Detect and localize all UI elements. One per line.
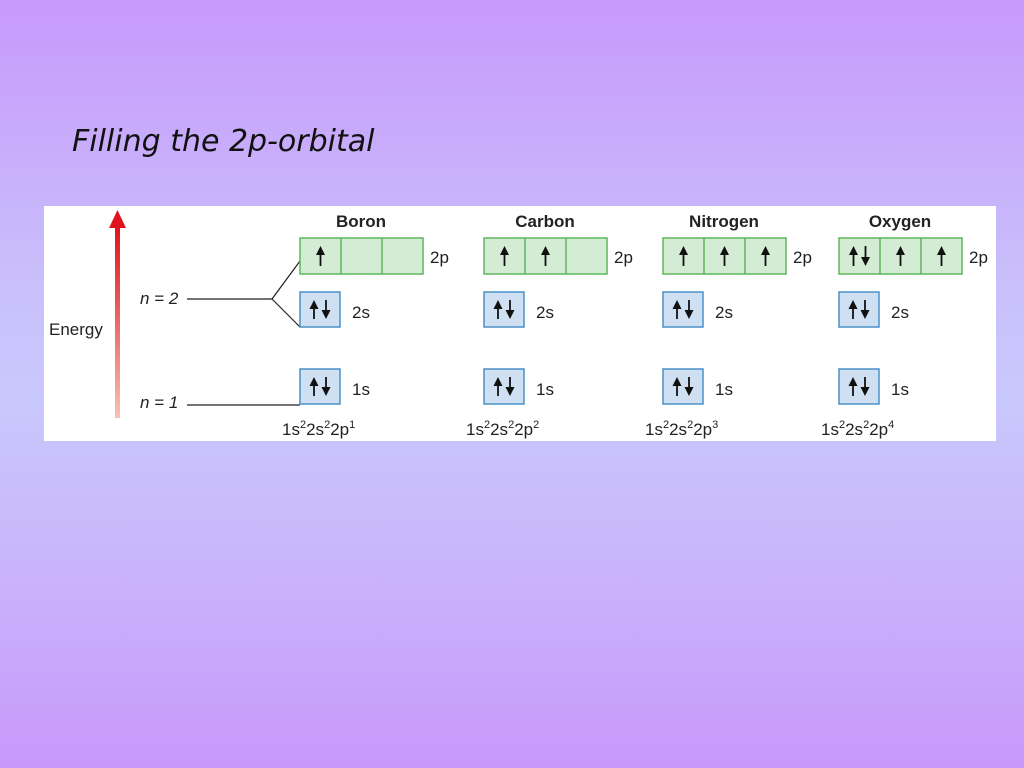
element-name-carbon: Carbon xyxy=(515,212,575,231)
electron-up-arrowhead-oxygen-2p-1 xyxy=(896,246,905,255)
level-n2-label: n = 2 xyxy=(140,289,179,308)
orbital-diagram-panel: Energy n = 2 n = 1 Boron2p2s1s1s2​2s2​2p… xyxy=(44,206,996,441)
sublevel-2s-label-oxygen: 2s xyxy=(891,303,909,322)
electron-up-arrowhead-oxygen-2p-2 xyxy=(937,246,946,255)
config-term: 1s xyxy=(821,420,839,439)
config-exponent: 2 xyxy=(324,419,330,431)
sublevel-1s-label-carbon: 1s xyxy=(536,380,554,399)
electron-down-arrowhead-oxygen-2p-0-b xyxy=(861,257,870,266)
electron-up-arrowhead-oxygen-2p-0-a xyxy=(849,246,858,255)
orbital-diagram: Energy n = 2 n = 1 Boron2p2s1s1s2​2s2​2p… xyxy=(49,210,988,439)
level-n2-split xyxy=(271,260,301,328)
electron-up-arrowhead-oxygen-1s-a xyxy=(848,377,858,386)
sublevel-2s-label-boron: 2s xyxy=(352,303,370,322)
energy-arrow-shaft xyxy=(115,228,120,418)
sublevel-2s-label-nitrogen: 2s xyxy=(715,303,733,322)
config-exponent: 1 xyxy=(349,419,355,431)
electron-up-arrowhead-carbon-2p-1 xyxy=(541,246,550,255)
orbital-2s-box-oxygen xyxy=(838,291,880,328)
sublevel-2p-label-oxygen: 2p xyxy=(969,248,988,267)
electron-up-arrowhead-boron-2s-a xyxy=(309,300,319,309)
electron-down-arrowhead-carbon-1s-b xyxy=(505,387,515,396)
config-term: 2s xyxy=(306,420,324,439)
orbital-2p-box-boron xyxy=(299,237,424,275)
config-exponent: 2 xyxy=(508,419,514,431)
electron-up-arrowhead-nitrogen-2p-1 xyxy=(720,246,729,255)
sublevel-2s-label-carbon: 2s xyxy=(536,303,554,322)
config-exponent: 3 xyxy=(712,419,718,431)
slide-title: Filling the 2p-orbital xyxy=(72,124,375,159)
electron-down-arrowhead-nitrogen-1s-b xyxy=(684,387,694,396)
electron-down-arrowhead-carbon-2s-b xyxy=(505,310,515,319)
element-name-nitrogen: Nitrogen xyxy=(689,212,759,231)
electron-config-oxygen: 1s2​2s2​2p4​ xyxy=(821,419,894,439)
electron-up-arrowhead-nitrogen-2p-0 xyxy=(679,246,688,255)
sublevel-1s-label-nitrogen: 1s xyxy=(715,380,733,399)
electron-down-arrowhead-oxygen-2s-b xyxy=(860,310,870,319)
element-name-boron: Boron xyxy=(336,212,386,231)
sublevel-2p-label-nitrogen: 2p xyxy=(793,248,812,267)
electron-up-arrowhead-nitrogen-2p-2 xyxy=(761,246,770,255)
electron-config-boron: 1s2​2s2​2p1​ xyxy=(282,419,355,439)
electron-down-arrowhead-oxygen-1s-b xyxy=(860,387,870,396)
orbital-2s-box-nitrogen xyxy=(662,291,704,328)
config-term: 2s xyxy=(845,420,863,439)
orbital-2s-box-carbon xyxy=(483,291,525,328)
electron-down-arrowhead-nitrogen-2s-b xyxy=(684,310,694,319)
electron-down-arrowhead-boron-1s-b xyxy=(321,387,331,396)
config-term: 2p xyxy=(514,420,533,439)
level-n1-label: n = 1 xyxy=(140,393,178,412)
electron-up-arrowhead-carbon-1s-a xyxy=(493,377,503,386)
electron-up-arrowhead-boron-2p-0 xyxy=(316,246,325,255)
electron-up-arrowhead-oxygen-2s-a xyxy=(848,300,858,309)
electron-up-arrowhead-carbon-2p-0 xyxy=(500,246,509,255)
sublevel-1s-label-oxygen: 1s xyxy=(891,380,909,399)
config-exponent: 4 xyxy=(888,419,894,431)
electron-up-arrowhead-carbon-2s-a xyxy=(493,300,503,309)
config-term: 2p xyxy=(330,420,349,439)
orbital-1s-box-nitrogen xyxy=(662,368,704,405)
config-term: 1s xyxy=(282,420,300,439)
config-term: 2s xyxy=(669,420,687,439)
config-exponent: 2 xyxy=(839,419,845,431)
config-exponent: 2 xyxy=(863,419,869,431)
electron-up-arrowhead-boron-1s-a xyxy=(309,377,319,386)
electron-up-arrowhead-nitrogen-2s-a xyxy=(672,300,682,309)
config-exponent: 2 xyxy=(484,419,490,431)
config-exponent: 2 xyxy=(687,419,693,431)
config-exponent: 2 xyxy=(533,419,539,431)
config-term: 2s xyxy=(490,420,508,439)
orbital-1s-box-oxygen xyxy=(838,368,880,405)
config-exponent: 2 xyxy=(663,419,669,431)
orbital-1s-box-carbon xyxy=(483,368,525,405)
config-term: 1s xyxy=(645,420,663,439)
config-term: 2p xyxy=(693,420,712,439)
sublevel-2p-label-boron: 2p xyxy=(430,248,449,267)
orbital-1s-box-boron xyxy=(299,368,341,405)
sublevel-1s-label-boron: 1s xyxy=(352,380,370,399)
config-term: 2p xyxy=(869,420,888,439)
orbital-2s-box-boron xyxy=(299,291,341,328)
element-name-oxygen: Oxygen xyxy=(869,212,931,231)
electron-config-nitrogen: 1s2​2s2​2p3​ xyxy=(645,419,718,439)
config-term: 1s xyxy=(466,420,484,439)
config-exponent: 2 xyxy=(300,419,306,431)
sublevel-2p-label-carbon: 2p xyxy=(614,248,633,267)
energy-label: Energy xyxy=(49,320,103,339)
electron-down-arrowhead-boron-2s-b xyxy=(321,310,331,319)
energy-arrow-head xyxy=(109,210,126,228)
electron-config-carbon: 1s2​2s2​2p2​ xyxy=(466,419,539,439)
electron-up-arrowhead-nitrogen-1s-a xyxy=(672,377,682,386)
